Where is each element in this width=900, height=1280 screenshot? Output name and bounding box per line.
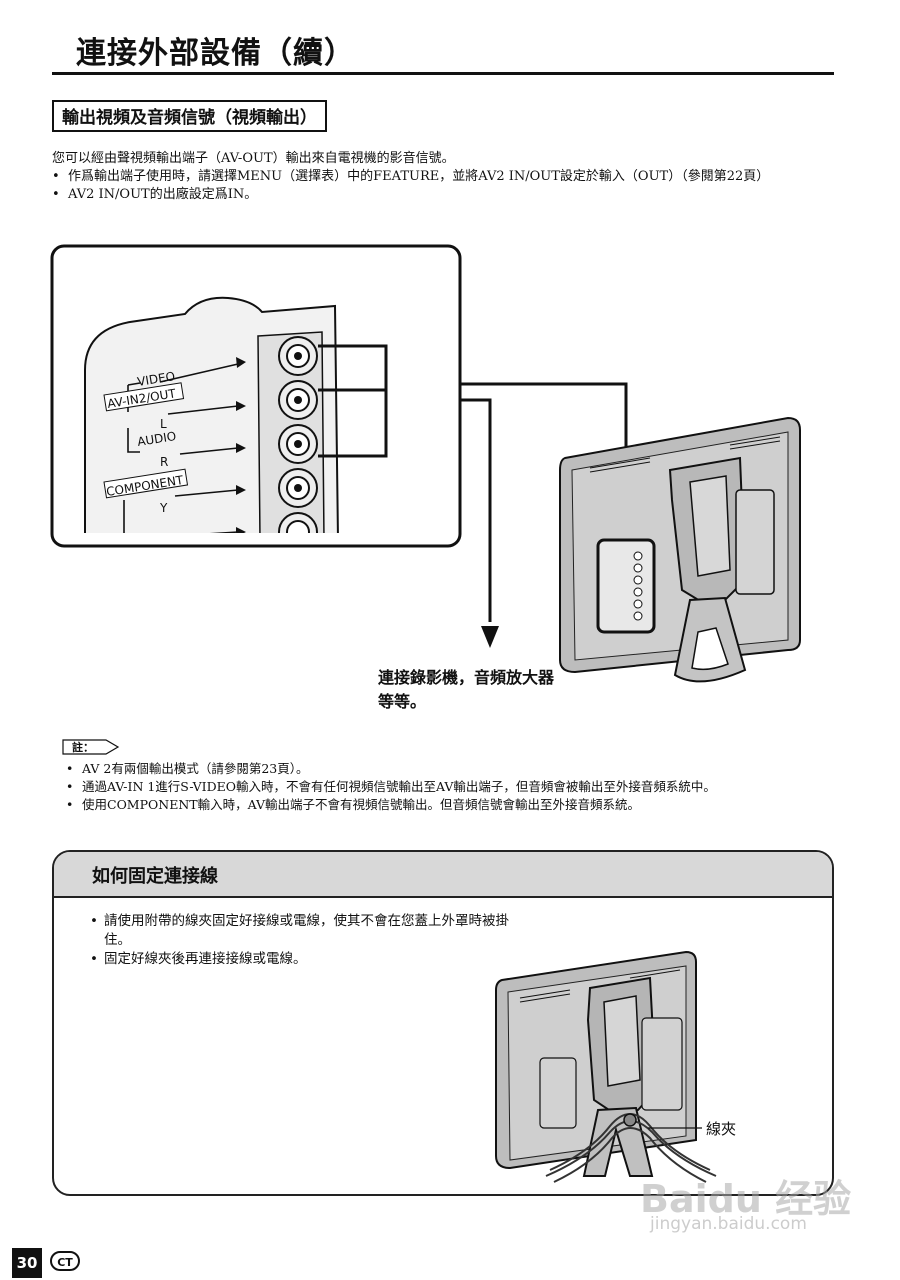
list-item: 使用COMPONENT輸入時，AV輸出端子不會有視頻信號輸出。但音頻信號會輸出至… bbox=[66, 796, 836, 814]
down-arrow bbox=[481, 626, 499, 648]
cable-fixing-header: 如何固定連接線 bbox=[54, 852, 832, 898]
cable-bullets: 請使用附帶的線夾固定好接線或電線，使其不會在您蓋上外罩時被掛住。 固定好線夾後再… bbox=[90, 912, 510, 969]
connection-callout: 連接錄影機，音頻放大器等等。 bbox=[378, 668, 555, 711]
av-out-intro: 您可以經由聲視頻輸出端子（AV-OUT）輸出來自電視機的影音信號。 作爲輸出端子… bbox=[52, 150, 842, 204]
list-item: 請使用附帶的線夾固定好接線或電線，使其不會在您蓋上外罩時被掛住。 bbox=[90, 912, 510, 950]
section-heading-av-out: 輸出視頻及音頻信號（視頻輸出） bbox=[52, 100, 327, 132]
page-number: 30 bbox=[12, 1248, 42, 1278]
arrowheads bbox=[236, 357, 246, 533]
cable-clip-icon bbox=[623, 1113, 637, 1127]
terminal-closeup: VIDEO AV-IN2/OUT L AUDIO R COMPONENT Y bbox=[84, 296, 339, 533]
label-r: R bbox=[160, 455, 168, 469]
page-title: 連接外部設備（續） bbox=[76, 36, 355, 71]
label-video: VIDEO bbox=[136, 369, 176, 389]
label-l: L bbox=[160, 417, 167, 431]
av-out-bullets: 作爲輸出端子使用時，請選擇MENU（選擇表）中的FEATURE，並將AV2 IN… bbox=[52, 168, 842, 204]
label-audio: AUDIO bbox=[136, 429, 177, 449]
watermark-brand: Baidu 经验 bbox=[640, 1177, 852, 1221]
notes-list: AV 2有兩個輸出模式（請參閱第23頁）。 通過AV-IN 1進行S-VIDEO… bbox=[66, 760, 836, 814]
cable-clip-label: 線夾 bbox=[706, 1120, 737, 1138]
watermark-url: jingyan.baidu.com bbox=[650, 1214, 807, 1234]
cable-clip-illustration bbox=[495, 950, 717, 1183]
list-item: 作爲輸出端子使用時，請選擇MENU（選擇表）中的FEATURE，並將AV2 IN… bbox=[52, 168, 842, 186]
language-badge: CT bbox=[50, 1251, 80, 1271]
note-tag-shape: 註： bbox=[62, 739, 120, 755]
list-item: AV 2有兩個輸出模式（請參閱第23頁）。 bbox=[66, 760, 836, 778]
title-rule bbox=[52, 72, 834, 75]
intro-text: 您可以經由聲視頻輸出端子（AV-OUT）輸出來自電視機的影音信號。 bbox=[52, 151, 455, 166]
label-y: Y bbox=[159, 501, 168, 515]
terminal-panel-highlight bbox=[596, 538, 656, 634]
list-item: AV2 IN/OUT的出廠設定爲IN。 bbox=[52, 186, 842, 204]
list-item: 固定好線夾後再連接接線或電線。 bbox=[90, 950, 510, 969]
note-tag: 註： bbox=[72, 740, 94, 754]
rca-jacks bbox=[278, 336, 318, 533]
connection-diagram: VIDEO AV-IN2/OUT L AUDIO R COMPONENT Y bbox=[50, 244, 801, 683]
cable-fixing-panel: 如何固定連接線 bbox=[52, 850, 834, 1196]
list-item: 通過AV-IN 1進行S-VIDEO輸入時，不會有任何視頻信號輸出至AV輸出端子… bbox=[66, 778, 836, 796]
tv-rear-illustration bbox=[559, 416, 801, 683]
section-heading-cable: 如何固定連接線 bbox=[92, 866, 218, 887]
